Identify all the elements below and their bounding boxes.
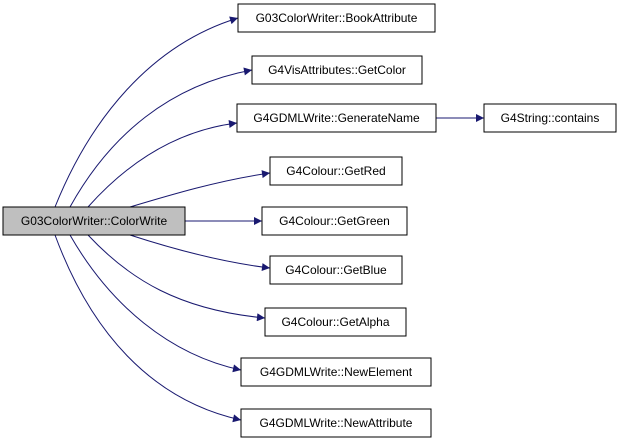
node-getgreen[interactable]: G4Colour::GetGreen [261, 206, 408, 236]
edge-root-newelement [69, 234, 242, 373]
node-generatename[interactable]: G4GDMLWrite::GenerateName [236, 103, 437, 133]
node-getred[interactable]: G4Colour::GetRed [269, 156, 403, 186]
edge-root-newattribute [54, 234, 242, 423]
node-getalpha[interactable]: G4Colour::GetAlpha [264, 307, 407, 337]
node-root-label: G03ColorWriter::ColorWrite [21, 214, 168, 228]
node-newelement-label: G4GDMLWrite::NewElement [260, 365, 413, 379]
node-getcolor-label: G4VisAttributes::GetColor [268, 63, 406, 77]
node-getcolor[interactable]: G4VisAttributes::GetColor [251, 55, 423, 85]
node-newattribute-label: G4GDMLWrite::NewAttribute [260, 416, 413, 430]
node-generatename-label: G4GDMLWrite::GenerateName [253, 111, 420, 125]
node-bookattribute-label: G03ColorWriter::BookAttribute [256, 11, 418, 25]
node-getred-label: G4Colour::GetRed [286, 164, 385, 178]
edge-root-getalpha [87, 234, 266, 322]
call-edges [54, 16, 484, 423]
node-getgreen-label: G4Colour::GetGreen [279, 214, 390, 228]
edge-root-bookattribute [54, 16, 239, 208]
edge-root-getblue [129, 234, 271, 272]
node-root[interactable]: G03ColorWriter::ColorWrite [2, 206, 186, 236]
node-newelement[interactable]: G4GDMLWrite::NewElement [240, 357, 432, 387]
edge-root-getcolor [69, 67, 253, 208]
node-newattribute[interactable]: G4GDMLWrite::NewAttribute [240, 408, 432, 438]
node-contains[interactable]: G4String::contains [483, 103, 617, 133]
node-getblue-label: G4Colour::GetBlue [285, 263, 387, 277]
node-getblue[interactable]: G4Colour::GetBlue [269, 255, 403, 285]
node-bookattribute[interactable]: G03ColorWriter::BookAttribute [237, 3, 436, 33]
node-getalpha-label: G4Colour::GetAlpha [281, 315, 389, 329]
node-contains-label: G4String::contains [501, 111, 600, 125]
edge-root-generatename [87, 120, 238, 208]
edge-root-getred [129, 170, 271, 208]
